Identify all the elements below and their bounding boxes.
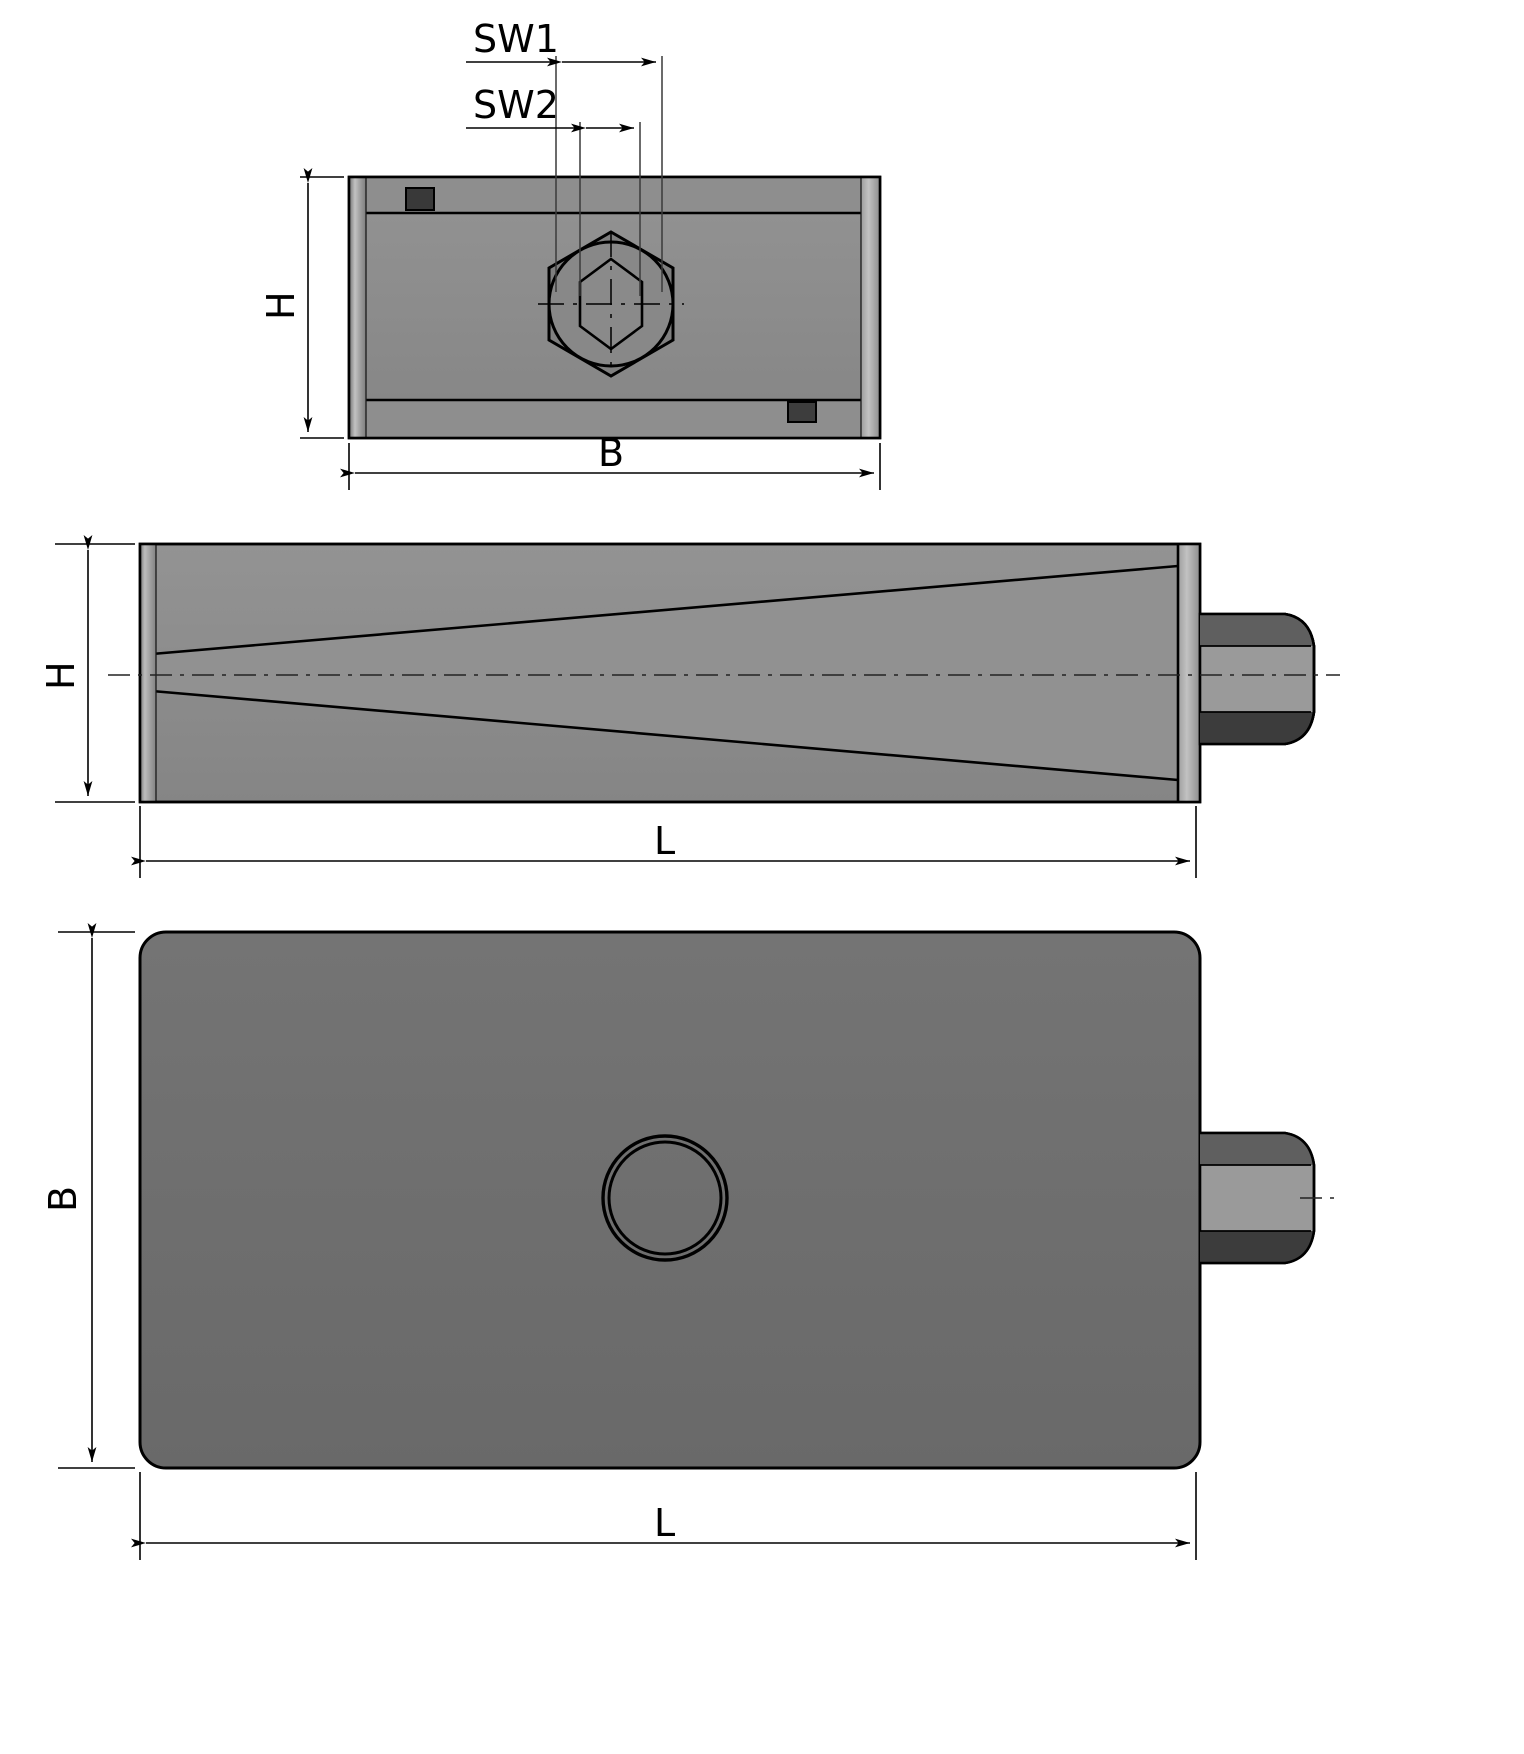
taper-line-lower — [151, 689, 1179, 782]
plan-bore-inner-circle — [607, 1140, 723, 1256]
dimension-sw1: SW1 — [466, 17, 656, 67]
front-lug-top-left — [405, 187, 435, 211]
sw2-label: SW2 — [473, 83, 559, 127]
dimension-h-front: H — [259, 168, 344, 439]
front-body-outline-top — [347, 175, 882, 440]
taper-line-upper — [151, 564, 1179, 656]
plan-body-outline — [138, 930, 1202, 1470]
side-left-chamfer — [140, 544, 156, 802]
plan-view: B L — [41, 923, 1340, 1560]
side-view: H L — [39, 535, 1340, 878]
front-projection-lines — [555, 56, 663, 296]
nut-band-bottom — [1200, 712, 1314, 744]
front-top-band — [349, 177, 880, 213]
nut-outline — [1200, 612, 1316, 746]
front-right-chamfer — [861, 177, 880, 438]
plan-nut-band-bottom — [1200, 1231, 1314, 1263]
h-front-label: H — [259, 291, 303, 320]
side-right-chamfer — [1178, 544, 1200, 802]
plan-bore-outer-circle — [601, 1134, 729, 1262]
dimension-b-plan: B — [41, 923, 135, 1469]
b-plan-label: B — [41, 1186, 85, 1212]
plan-bore — [601, 1134, 729, 1262]
side-view-body — [138, 542, 1202, 804]
dimension-sw2: SW2 — [466, 83, 634, 133]
tapered-bore-fill — [152, 566, 1178, 780]
front-lug-bottom-right — [787, 401, 817, 423]
h-side-label: H — [39, 661, 83, 690]
l-side-label: L — [654, 819, 675, 863]
front-left-chamfer — [349, 177, 366, 438]
plan-nut-band-top — [1200, 1133, 1314, 1165]
b-front-label: B — [598, 431, 624, 475]
side-hex-nut — [1198, 612, 1316, 746]
plan-hex-nut — [1198, 1131, 1316, 1265]
front-view-body — [347, 175, 882, 440]
dimension-h-side: H — [39, 535, 135, 803]
dimension-l-plan: L — [131, 1472, 1197, 1560]
front-view: SW1 SW2 H B — [259, 17, 882, 490]
dimension-l-side: L — [131, 806, 1197, 878]
sw1-label: SW1 — [473, 17, 559, 61]
nut-band-top — [1200, 614, 1314, 646]
l-plan-label: L — [654, 1501, 675, 1545]
dimension-b-front: B — [340, 431, 881, 490]
